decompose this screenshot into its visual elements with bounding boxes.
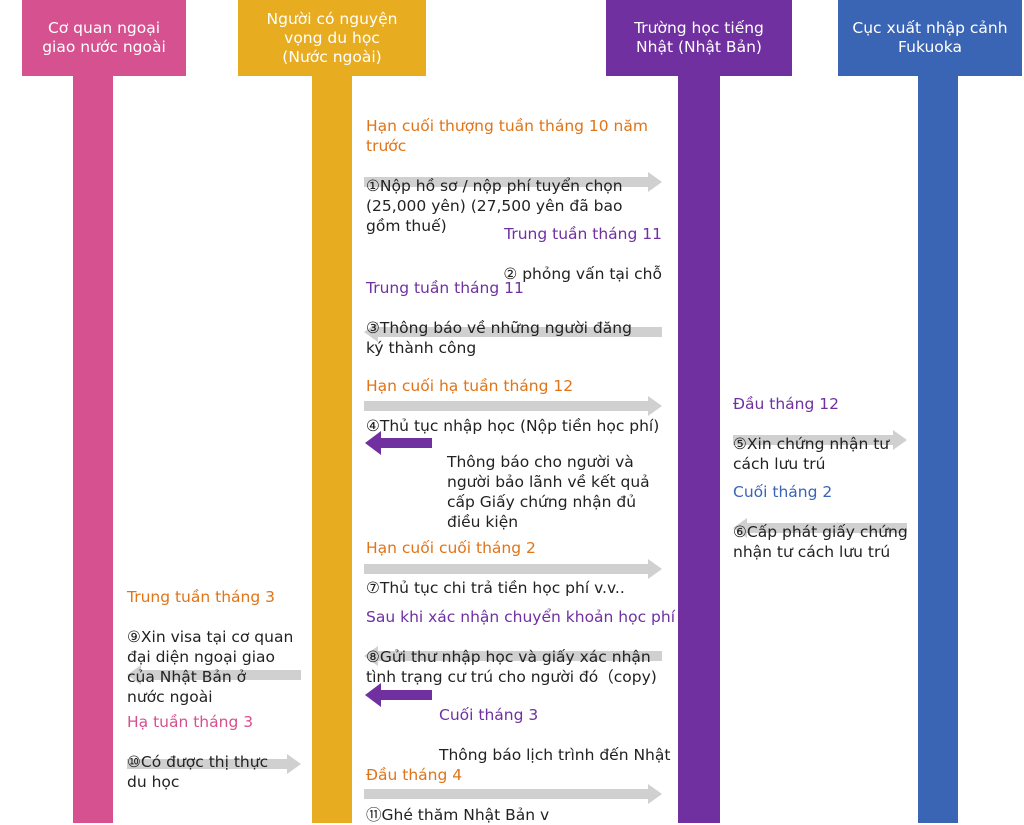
arrow-step6 [733,518,907,538]
step11: Đầu tháng 4 ⑪Ghé thăm Nhật Bản v [366,745,666,825]
step7: Hạn cuối cuối tháng 2 ⑦Thủ tục chi trả t… [366,518,666,598]
step1-text: ①Nộp hồ sơ / nộp phí tuyển chọn (25,000 … [366,177,623,235]
step8-text: ⑧Gửi thư nhập học và giấy xác nhận tình … [366,648,657,686]
school-header: Trường học tiếng Nhật (Nhật Bản) [606,0,792,76]
embassy-header: Cơ quan ngoại giao nước ngoài [22,0,186,76]
step1: Hạn cuối thượng tuần tháng 10 năm trước … [366,96,676,236]
immigration-header: Cục xuất nhập cảnh Fukuoka [838,0,1022,76]
arrow-step10 [127,754,301,774]
step4: Hạn cuối hạ tuần tháng 12 ④Thủ tục nhập … [366,356,676,436]
step2: Trung tuần tháng 11 ② phỏng vấn tại chỗ [470,204,662,284]
arrow-notice-result [365,431,432,455]
immigration-lane [918,76,958,823]
notice-schedule-time: Cuối tháng 3 [439,706,539,724]
arrow-step9 [127,665,301,685]
step9-time: Trung tuần tháng 3 [127,588,275,606]
arrow-notice-schedule [365,683,432,707]
step9: Trung tuần tháng 3 ⑨Xin visa tại cơ quan… [127,567,312,707]
step11-time: Đầu tháng 4 [366,766,463,784]
embassy-lane [73,76,113,823]
step6-text: ⑥Cấp phát giấy chứng nhận tư cách lưu tr… [733,523,908,561]
notice-result: Thông báo cho người và người bảo lãnh về… [447,432,667,532]
step10: Hạ tuần tháng 3 ⑩Có được thị thực du học [127,692,312,792]
step10-time: Hạ tuần tháng 3 [127,713,254,731]
step2-time: Trung tuần tháng 11 [504,225,662,243]
step6-time: Cuối tháng 2 [733,483,833,501]
arrow-step8 [364,646,662,666]
applicant-header: Người có nguyện vọng du học (Nước ngoài) [238,0,426,76]
step7-time: Hạn cuối cuối tháng 2 [366,539,536,557]
step4-time: Hạn cuối hạ tuần tháng 12 [366,377,574,395]
applicant-lane [312,76,352,823]
step7-text: ⑦Thủ tục chi trả tiền học phí v.v.. [366,579,625,597]
arrow-step7 [364,559,662,579]
step8-time: Sau khi xác nhận chuyển khoản học phí [366,608,676,626]
step4-text: ④Thủ tục nhập học (Nộp tiền học phí) [366,417,660,435]
step1-time: Hạn cuối thượng tuần tháng 10 năm trước [366,117,648,155]
step5-time: Đầu tháng 12 [733,395,839,413]
step5: Đầu tháng 12 ⑤Xin chứng nhận tư cách lưu… [733,374,913,474]
step10-text: ⑩Có được thị thực du học [127,753,269,791]
arrow-step5 [733,430,907,450]
arrow-step4 [364,396,662,416]
step8: Sau khi xác nhận chuyển khoản học phí ⑧G… [366,587,676,687]
step11-text: ⑪Ghé thăm Nhật Bản v [366,806,550,824]
school-lane [678,76,720,823]
notice-result-text: Thông báo cho người và người bảo lãnh về… [447,453,650,531]
step3-time: Trung tuần tháng 11 [366,279,524,297]
arrow-step1 [364,172,662,192]
step3: Trung tuần tháng 11 ③Thông báo về những … [366,258,666,358]
step9-text: ⑨Xin visa tại cơ quan đại diện ngoại gia… [127,628,294,706]
step5-text: ⑤Xin chứng nhận tư cách lưu trú [733,435,890,473]
arrow-step3 [364,322,662,342]
arrow-step11 [364,784,662,804]
step6: Cuối tháng 2 ⑥Cấp phát giấy chứng nhận t… [733,462,918,562]
step3-text: ③Thông báo về những người đăng ký thành … [366,319,632,357]
notice-schedule-text: Thông báo lịch trình đến Nhật [439,746,671,764]
notice-schedule: Cuối tháng 3 Thông báo lịch trình đến Nh… [439,685,674,765]
step2-text: ② phỏng vấn tại chỗ [503,265,662,283]
